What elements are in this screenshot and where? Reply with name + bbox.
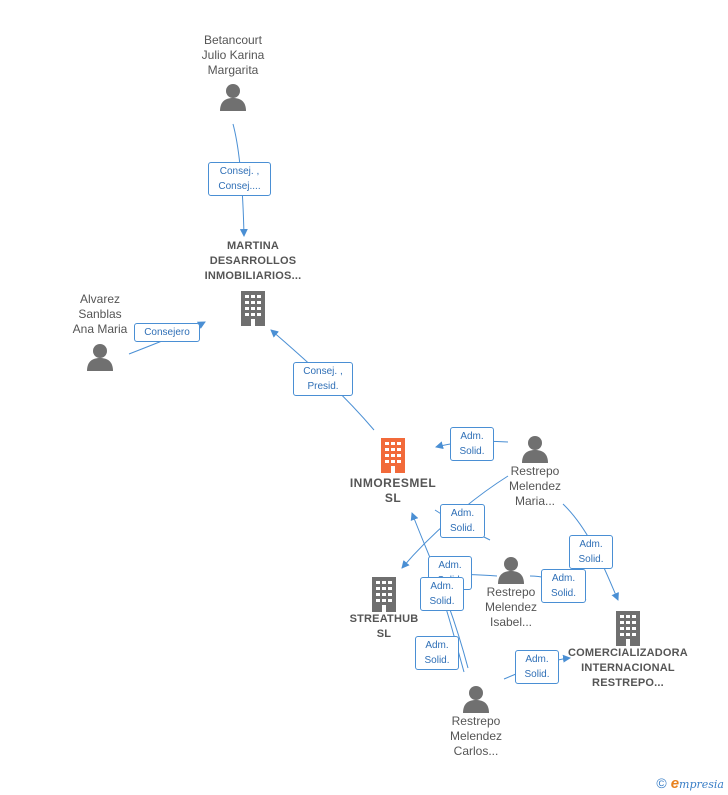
- person-icon: [220, 84, 246, 111]
- copyright-icon: ©: [656, 775, 667, 791]
- relation-label-carlos-inmoresmel[interactable]: Adm. Solid.: [420, 577, 464, 611]
- building-icon: [381, 438, 405, 473]
- node-label: Alvarez Sanblas Ana Maria: [72, 292, 128, 336]
- node-restrepo-isabel[interactable]: Restrepo Melendez Isabel...: [468, 555, 554, 630]
- node-streathub[interactable]: STREATHUB SL: [338, 576, 430, 642]
- node-martina[interactable]: MARTINA DESARROLLOS INMOBILIARIOS...: [196, 239, 310, 326]
- node-comercializadora[interactable]: COMERCIALIZADORA INTERNACIONAL RESTREPO.…: [562, 610, 694, 691]
- node-inmoresmel[interactable]: INMORESMEL SL: [340, 437, 446, 506]
- node-restrepo-carlos[interactable]: Restrepo Melendez Carlos...: [433, 684, 519, 759]
- relation-label-maria-inmoresmel[interactable]: Adm. Solid.: [450, 427, 494, 461]
- relation-label-isabel-comercializadora[interactable]: Adm. Solid.: [541, 569, 586, 603]
- relation-label-carlos-streathub[interactable]: Adm. Solid.: [415, 636, 459, 670]
- person-icon: [522, 436, 548, 463]
- relation-label-alvarez-martina[interactable]: Consejero: [134, 323, 200, 342]
- node-label: MARTINA DESARROLLOS INMOBILIARIOS...: [204, 240, 302, 282]
- person-icon: [498, 557, 524, 584]
- node-label: Betancourt Julio Karina Margarita: [201, 33, 265, 77]
- relation-label-maria-streathub[interactable]: Adm. Solid.: [440, 504, 485, 538]
- node-label: Restrepo Melendez Isabel...: [484, 585, 538, 629]
- brand-name: mpresia: [679, 778, 724, 791]
- building-icon: [241, 291, 265, 326]
- person-icon: [463, 686, 489, 713]
- node-betancourt[interactable]: Betancourt Julio Karina Margarita: [185, 33, 281, 112]
- node-label: STREATHUB SL: [349, 613, 419, 640]
- building-icon: [616, 611, 640, 646]
- brand-initial: e: [670, 775, 680, 792]
- relation-label-carlos-comercializadora[interactable]: Adm. Solid.: [515, 650, 559, 684]
- node-restrepo-maria[interactable]: Restrepo Melendez Maria...: [492, 434, 578, 509]
- node-label: Restrepo Melendez Carlos...: [449, 714, 503, 758]
- node-label: INMORESMEL SL: [349, 476, 437, 505]
- relation-label-betancourt-martina[interactable]: Consej. , Consej....: [208, 162, 271, 196]
- building-icon: [372, 577, 396, 612]
- node-label: Restrepo Melendez Maria...: [508, 464, 562, 508]
- node-label: COMERCIALIZADORA INTERNACIONAL RESTREPO.…: [568, 647, 688, 689]
- node-alvarez[interactable]: Alvarez Sanblas Ana Maria: [58, 292, 142, 372]
- person-icon: [87, 344, 113, 371]
- relation-label-maria-comercializadora[interactable]: Adm. Solid.: [569, 535, 613, 569]
- empresia-watermark: ©empresia: [656, 775, 724, 792]
- relation-label-inmoresmel-martina[interactable]: Consej. , Presid.: [293, 362, 353, 396]
